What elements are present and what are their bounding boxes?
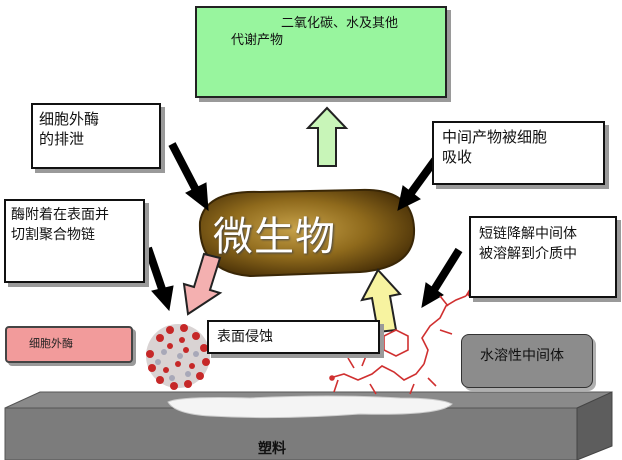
plastic-label: 塑料 — [258, 441, 286, 457]
enzyme-secretion-label: 细胞外酶 的排泄 — [39, 110, 100, 148]
erosion-pit — [167, 395, 453, 419]
co2-label-line1: 二氧化碳、水及其他 — [281, 16, 399, 31]
pink-down-arrow — [182, 252, 223, 316]
microbe-cell — [198, 188, 416, 278]
enzyme-cluster-icon — [146, 324, 210, 390]
short-chain-label: 短链降解中间体 被溶解到介质中 — [479, 226, 577, 262]
surface-cut-label: 酶附着在表面并 切割聚合物链 — [11, 207, 109, 243]
green-up-arrow — [305, 106, 349, 167]
absorption-box: 中间产物被细胞 吸收 — [432, 121, 605, 185]
extracellular-enzyme-label: 细胞外酶 — [29, 337, 73, 350]
yellow-up-arrow — [360, 268, 402, 334]
surface-erosion-label: 表面侵蚀 — [217, 329, 273, 345]
water-soluble-label: 水溶性中间体 — [480, 348, 564, 364]
short-chain-box: 短链降解中间体 被溶解到介质中 — [469, 216, 617, 298]
extracellular-enzyme-box: 细胞外酶 — [5, 326, 133, 363]
plastic-slab — [4, 391, 613, 460]
co2-label-line2: 代谢产物 — [231, 33, 284, 48]
water-soluble-box: 水溶性中间体 — [461, 334, 593, 388]
polymer-chain-icon — [329, 285, 473, 395]
absorption-label: 中间产物被细胞 吸收 — [442, 128, 548, 166]
surface-cut-box: 酶附着在表面并 切割聚合物链 — [4, 199, 145, 283]
co2-products-box: 二氧化碳、水及其他 代谢产物 — [195, 6, 447, 98]
black-arrows — [144, 142, 463, 312]
microbe-label: 微生物 — [213, 214, 336, 260]
surface-erosion-box: 表面侵蚀 — [207, 320, 380, 354]
enzyme-secretion-box: 细胞外酶 的排泄 — [31, 103, 161, 169]
